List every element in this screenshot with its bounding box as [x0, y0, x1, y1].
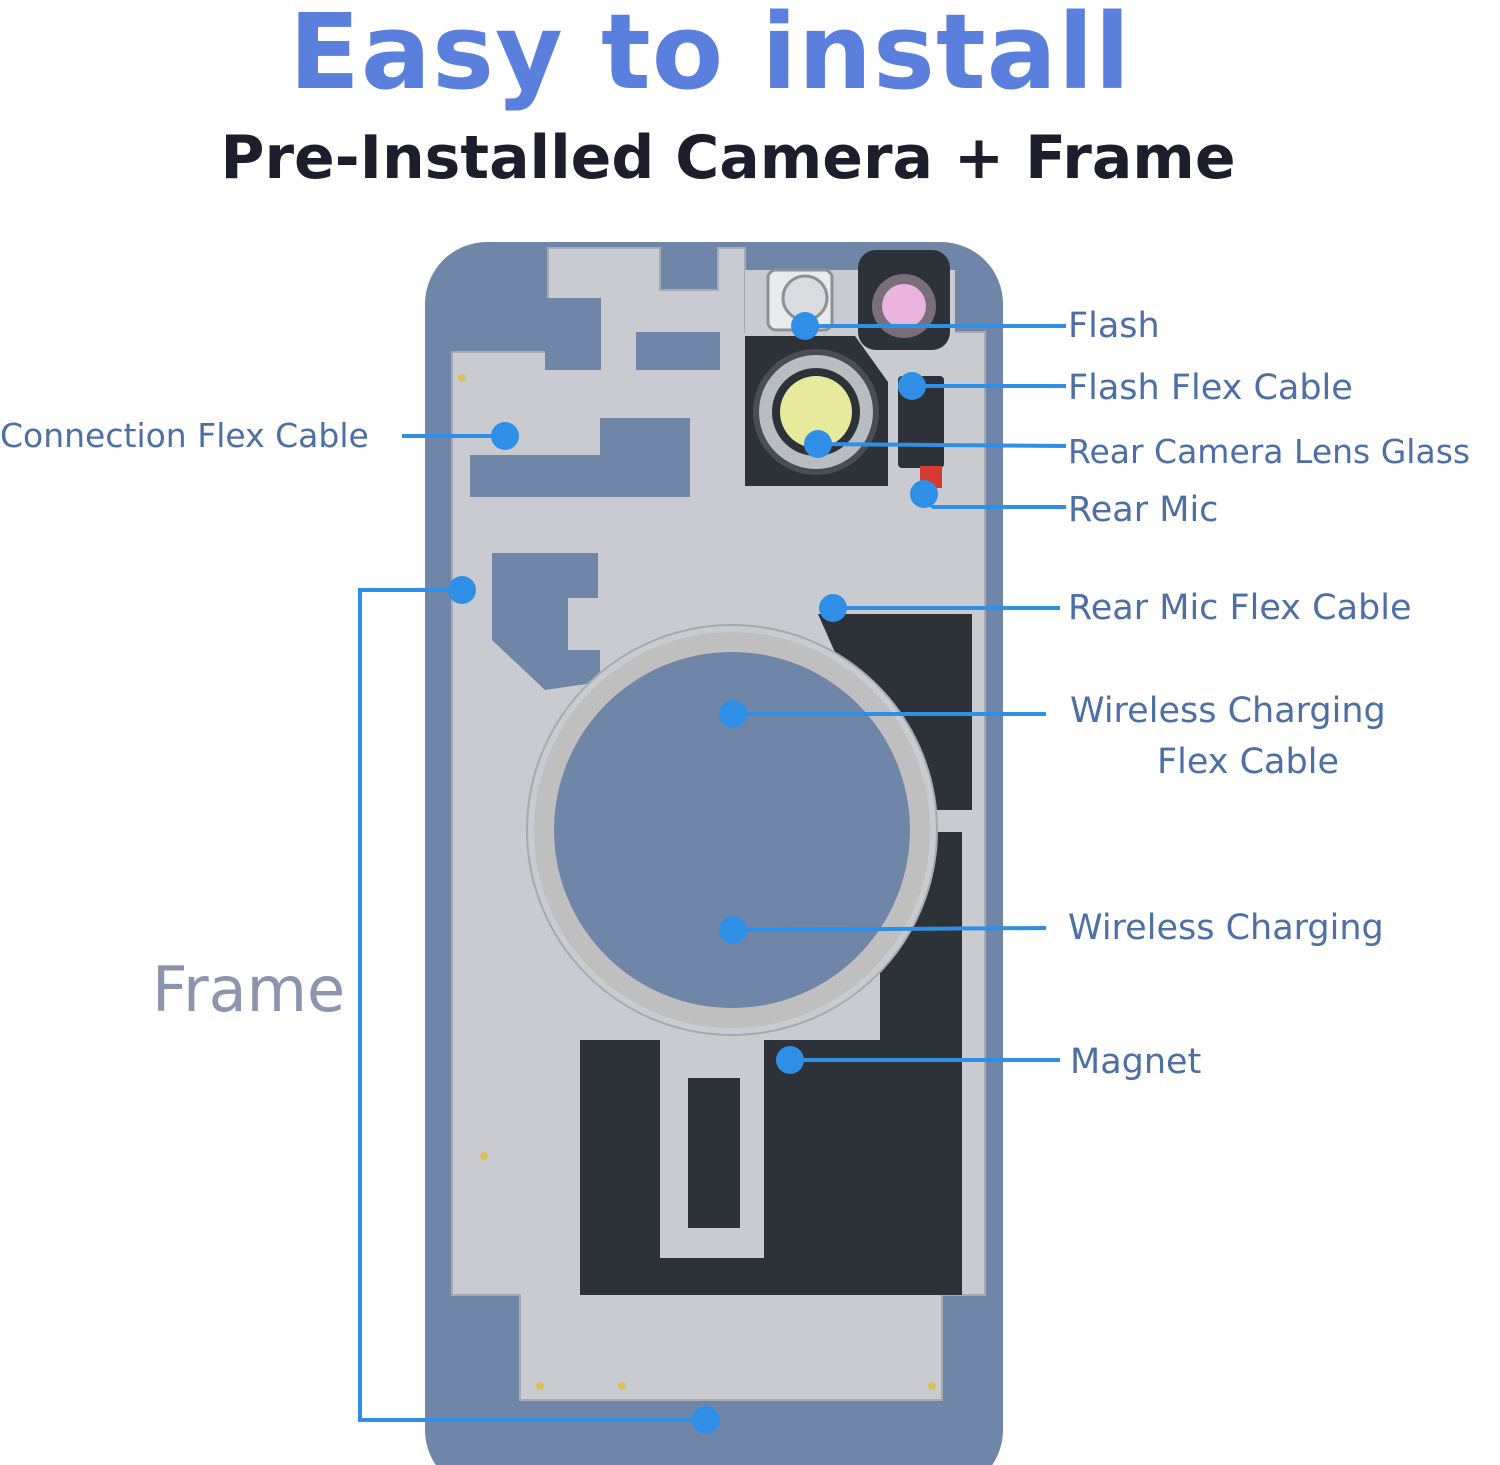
- marker-wireless-charging: [719, 916, 747, 944]
- label-magnet: Magnet: [1070, 1042, 1202, 1082]
- contact-dot-4: [618, 1382, 626, 1390]
- shield-cutout-4: [492, 553, 600, 690]
- shield-cutout-2: [636, 332, 720, 370]
- label-rear-camera-lens-glass: Rear Camera Lens Glass: [1068, 432, 1471, 471]
- bottom-pad: [580, 1040, 962, 1295]
- marker-frame-top: [448, 576, 476, 604]
- marker-wireless-charging-flex-cable: [719, 700, 747, 728]
- contact-dot-3: [536, 1382, 544, 1390]
- marker-rear-mic-flex-cable: [819, 594, 847, 622]
- marker-frame-bottom: [692, 1406, 720, 1434]
- label-wireless-charging: Wireless Charging: [1068, 908, 1384, 948]
- marker-connection-flex-cable: [491, 422, 519, 450]
- shield-cutout-1: [545, 298, 601, 370]
- marker-flash-flex-cable: [898, 372, 926, 400]
- label-flash: Flash: [1068, 306, 1160, 346]
- label-wireless-charging-flex-cable-line1: Wireless Charging: [1070, 691, 1386, 731]
- label-rear-mic: Rear Mic: [1068, 490, 1219, 530]
- contact-dot-1: [458, 374, 466, 382]
- magnet-tail-slot: [688, 1078, 740, 1228]
- marker-rear-mic: [910, 480, 938, 508]
- marker-magnet: [776, 1046, 804, 1074]
- wireless-charging-coil: [554, 652, 910, 1008]
- page-subtitle: Pre-Installed Camera + Frame: [220, 123, 1236, 193]
- label-flash-flex-cable: Flash Flex Cable: [1068, 368, 1353, 408]
- contact-dot-2: [480, 1152, 488, 1160]
- contact-dot-5: [928, 1382, 936, 1390]
- magnet-ring-band: [534, 632, 930, 1028]
- label-rear-mic-flex-cable: Rear Mic Flex Cable: [1068, 588, 1412, 628]
- shield-cutout-3: [470, 418, 690, 497]
- marker-flash: [791, 312, 819, 340]
- marker-rear-camera-lens-glass: [804, 430, 832, 458]
- page-title: Easy to install: [288, 0, 1132, 113]
- label-frame: Frame: [152, 953, 346, 1026]
- label-wireless-charging-flex-cable-line2: Flex Cable: [1157, 742, 1339, 782]
- camera-lens-yellow: [780, 376, 852, 448]
- label-connection-flex-cable: Connection Flex Cable: [0, 416, 369, 455]
- camera-lens-pink-glass: [882, 284, 926, 328]
